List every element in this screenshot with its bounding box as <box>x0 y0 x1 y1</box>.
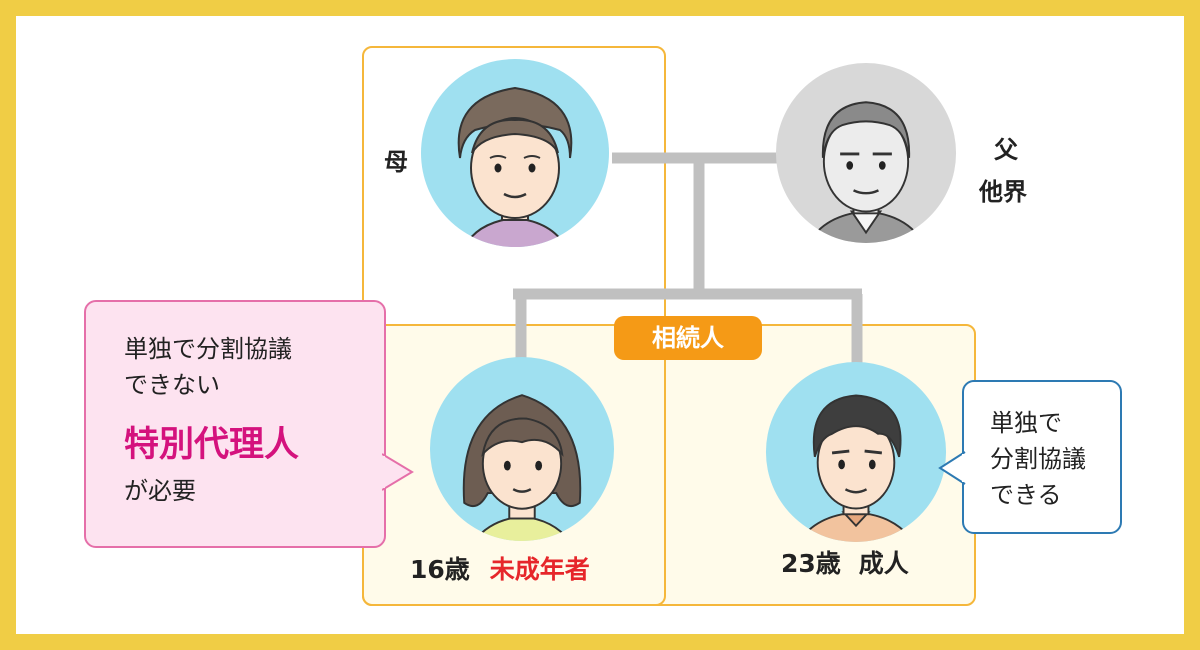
minor-speech-bubble: 単独で分割協議 できない 特別代理人 が必要 <box>84 300 386 548</box>
mother-avatar-icon <box>421 59 609 247</box>
mother-label: 母 <box>384 148 408 176</box>
father-status-label: 他界 <box>979 178 1027 206</box>
child2-age: 23歳 <box>781 549 841 578</box>
child1-age: 16歳 <box>410 555 470 584</box>
child2-status: 成人 <box>858 549 909 578</box>
child1-caption: 16歳未成年者 <box>410 550 590 586</box>
minor-bubble-tail <box>382 453 414 491</box>
daughter-avatar-icon <box>429 356 615 542</box>
family-connectors <box>513 152 863 366</box>
adult-bubble-line1: 単独で <box>990 409 1062 437</box>
adult-speech-bubble: 単独で 分割協議 できる <box>962 380 1122 534</box>
child1-status: 未成年者 <box>489 555 590 584</box>
father-avatar-icon <box>775 62 957 244</box>
special-agent-emphasis: 特別代理人 <box>124 425 300 465</box>
child2-caption: 23歳成人 <box>781 544 909 580</box>
adult-bubble-line3: できる <box>990 481 1062 509</box>
adult-bubble-line2: 分割協議 <box>990 445 1086 473</box>
adult-bubble-tail <box>938 451 966 485</box>
diagram-canvas: 母 父 他界 相続人 16歳未成年者 23歳成人 単独で分割協議 できない 特別… <box>16 16 1184 634</box>
father-label: 父 <box>994 136 1018 164</box>
minor-bubble-line2: できない <box>124 371 220 399</box>
minor-bubble-line1: 単独で分割協議 <box>124 335 292 363</box>
minor-bubble-line4: が必要 <box>124 477 196 505</box>
heirs-pill: 相続人 <box>614 316 762 360</box>
son-avatar-icon <box>765 361 947 543</box>
